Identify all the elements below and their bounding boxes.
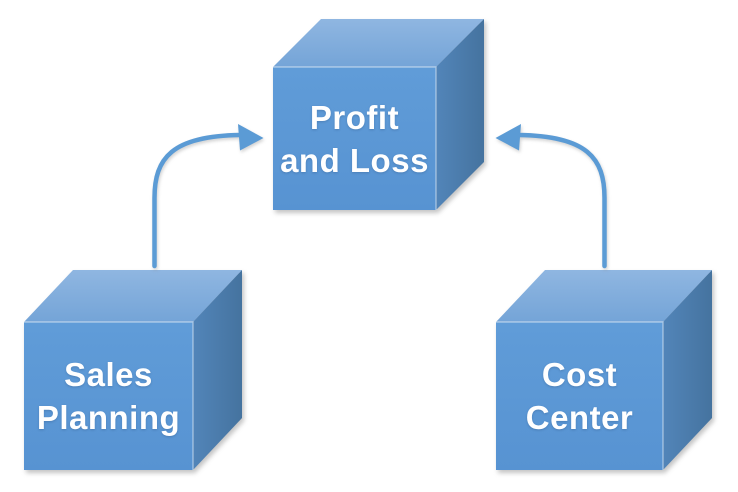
cube-front-face <box>24 322 193 470</box>
node-profit-and-loss-cube <box>273 19 484 210</box>
cube-top-face <box>496 270 712 322</box>
cube-side-face <box>663 270 712 470</box>
cube-front-face <box>273 67 436 210</box>
arrowhead-left-icon <box>495 124 521 151</box>
node-cost-center-cube <box>496 270 712 470</box>
cube-side-face <box>193 270 242 470</box>
connector-line <box>152 132 243 269</box>
cube-edge-highlight <box>496 321 664 470</box>
connector-line <box>516 132 607 269</box>
connector-sales-to-profit <box>152 124 264 269</box>
cube-edge-highlight <box>24 321 194 470</box>
node-sales-planning-cube <box>24 270 242 470</box>
cube-side-face <box>436 19 484 210</box>
arrowhead-right-icon <box>238 124 264 151</box>
cube-top-face <box>273 19 484 67</box>
connector-cost-to-profit <box>495 124 607 269</box>
cube-top-face <box>24 270 242 322</box>
cube-edge-highlight <box>273 66 437 210</box>
cube-front-face <box>496 322 663 470</box>
